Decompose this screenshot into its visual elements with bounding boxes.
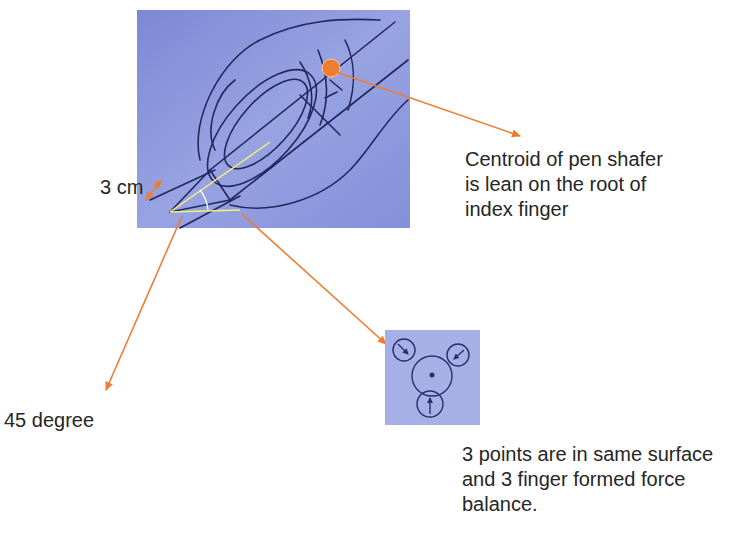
note-text: Centroid of pen shafer is lean on the ro… [465, 147, 677, 222]
dimension-label: 3 cm [100, 175, 143, 200]
note-text: 3 points are in same surface and 3 finge… [462, 442, 724, 517]
force-balance-sketch [385, 330, 480, 425]
angle-label: 45 degree [4, 408, 94, 433]
hand-sketch-photo [137, 10, 410, 228]
